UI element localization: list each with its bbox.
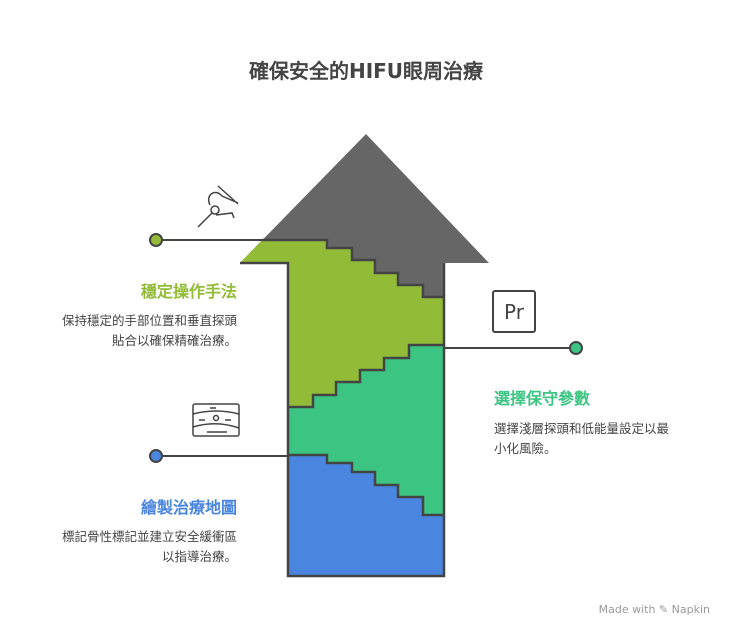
step-desc-params: 選擇淺層探頭和低能量設定以最小化風險。 bbox=[494, 421, 670, 456]
pr-settings-icon: Pr bbox=[492, 290, 536, 333]
step-desc-map: 標記骨性標記並建立安全緩衝區以指導治療。 bbox=[61, 529, 237, 564]
step-heading-map: 繪製治療地圖 bbox=[140, 498, 237, 517]
dot-teal bbox=[569, 341, 583, 355]
step-heading-params: 選擇保守參數 bbox=[494, 389, 591, 408]
skin-map-icon bbox=[192, 403, 240, 437]
stage-green bbox=[240, 240, 444, 407]
brand-credit: Made with ✎ Napkin bbox=[598, 603, 710, 616]
stage-blue bbox=[288, 455, 444, 576]
step-heading-stable: 穩定操作手法 bbox=[140, 282, 237, 301]
dot-green bbox=[149, 233, 163, 247]
page-title: 確保安全的HIFU眼周治療 bbox=[248, 59, 484, 83]
dot-blue bbox=[149, 449, 163, 463]
step-desc-stable: 保持穩定的手部位置和垂直探頭貼合以確保精確治療。 bbox=[61, 313, 237, 348]
stage-teal bbox=[288, 345, 444, 515]
hand-probe-icon bbox=[197, 185, 239, 228]
